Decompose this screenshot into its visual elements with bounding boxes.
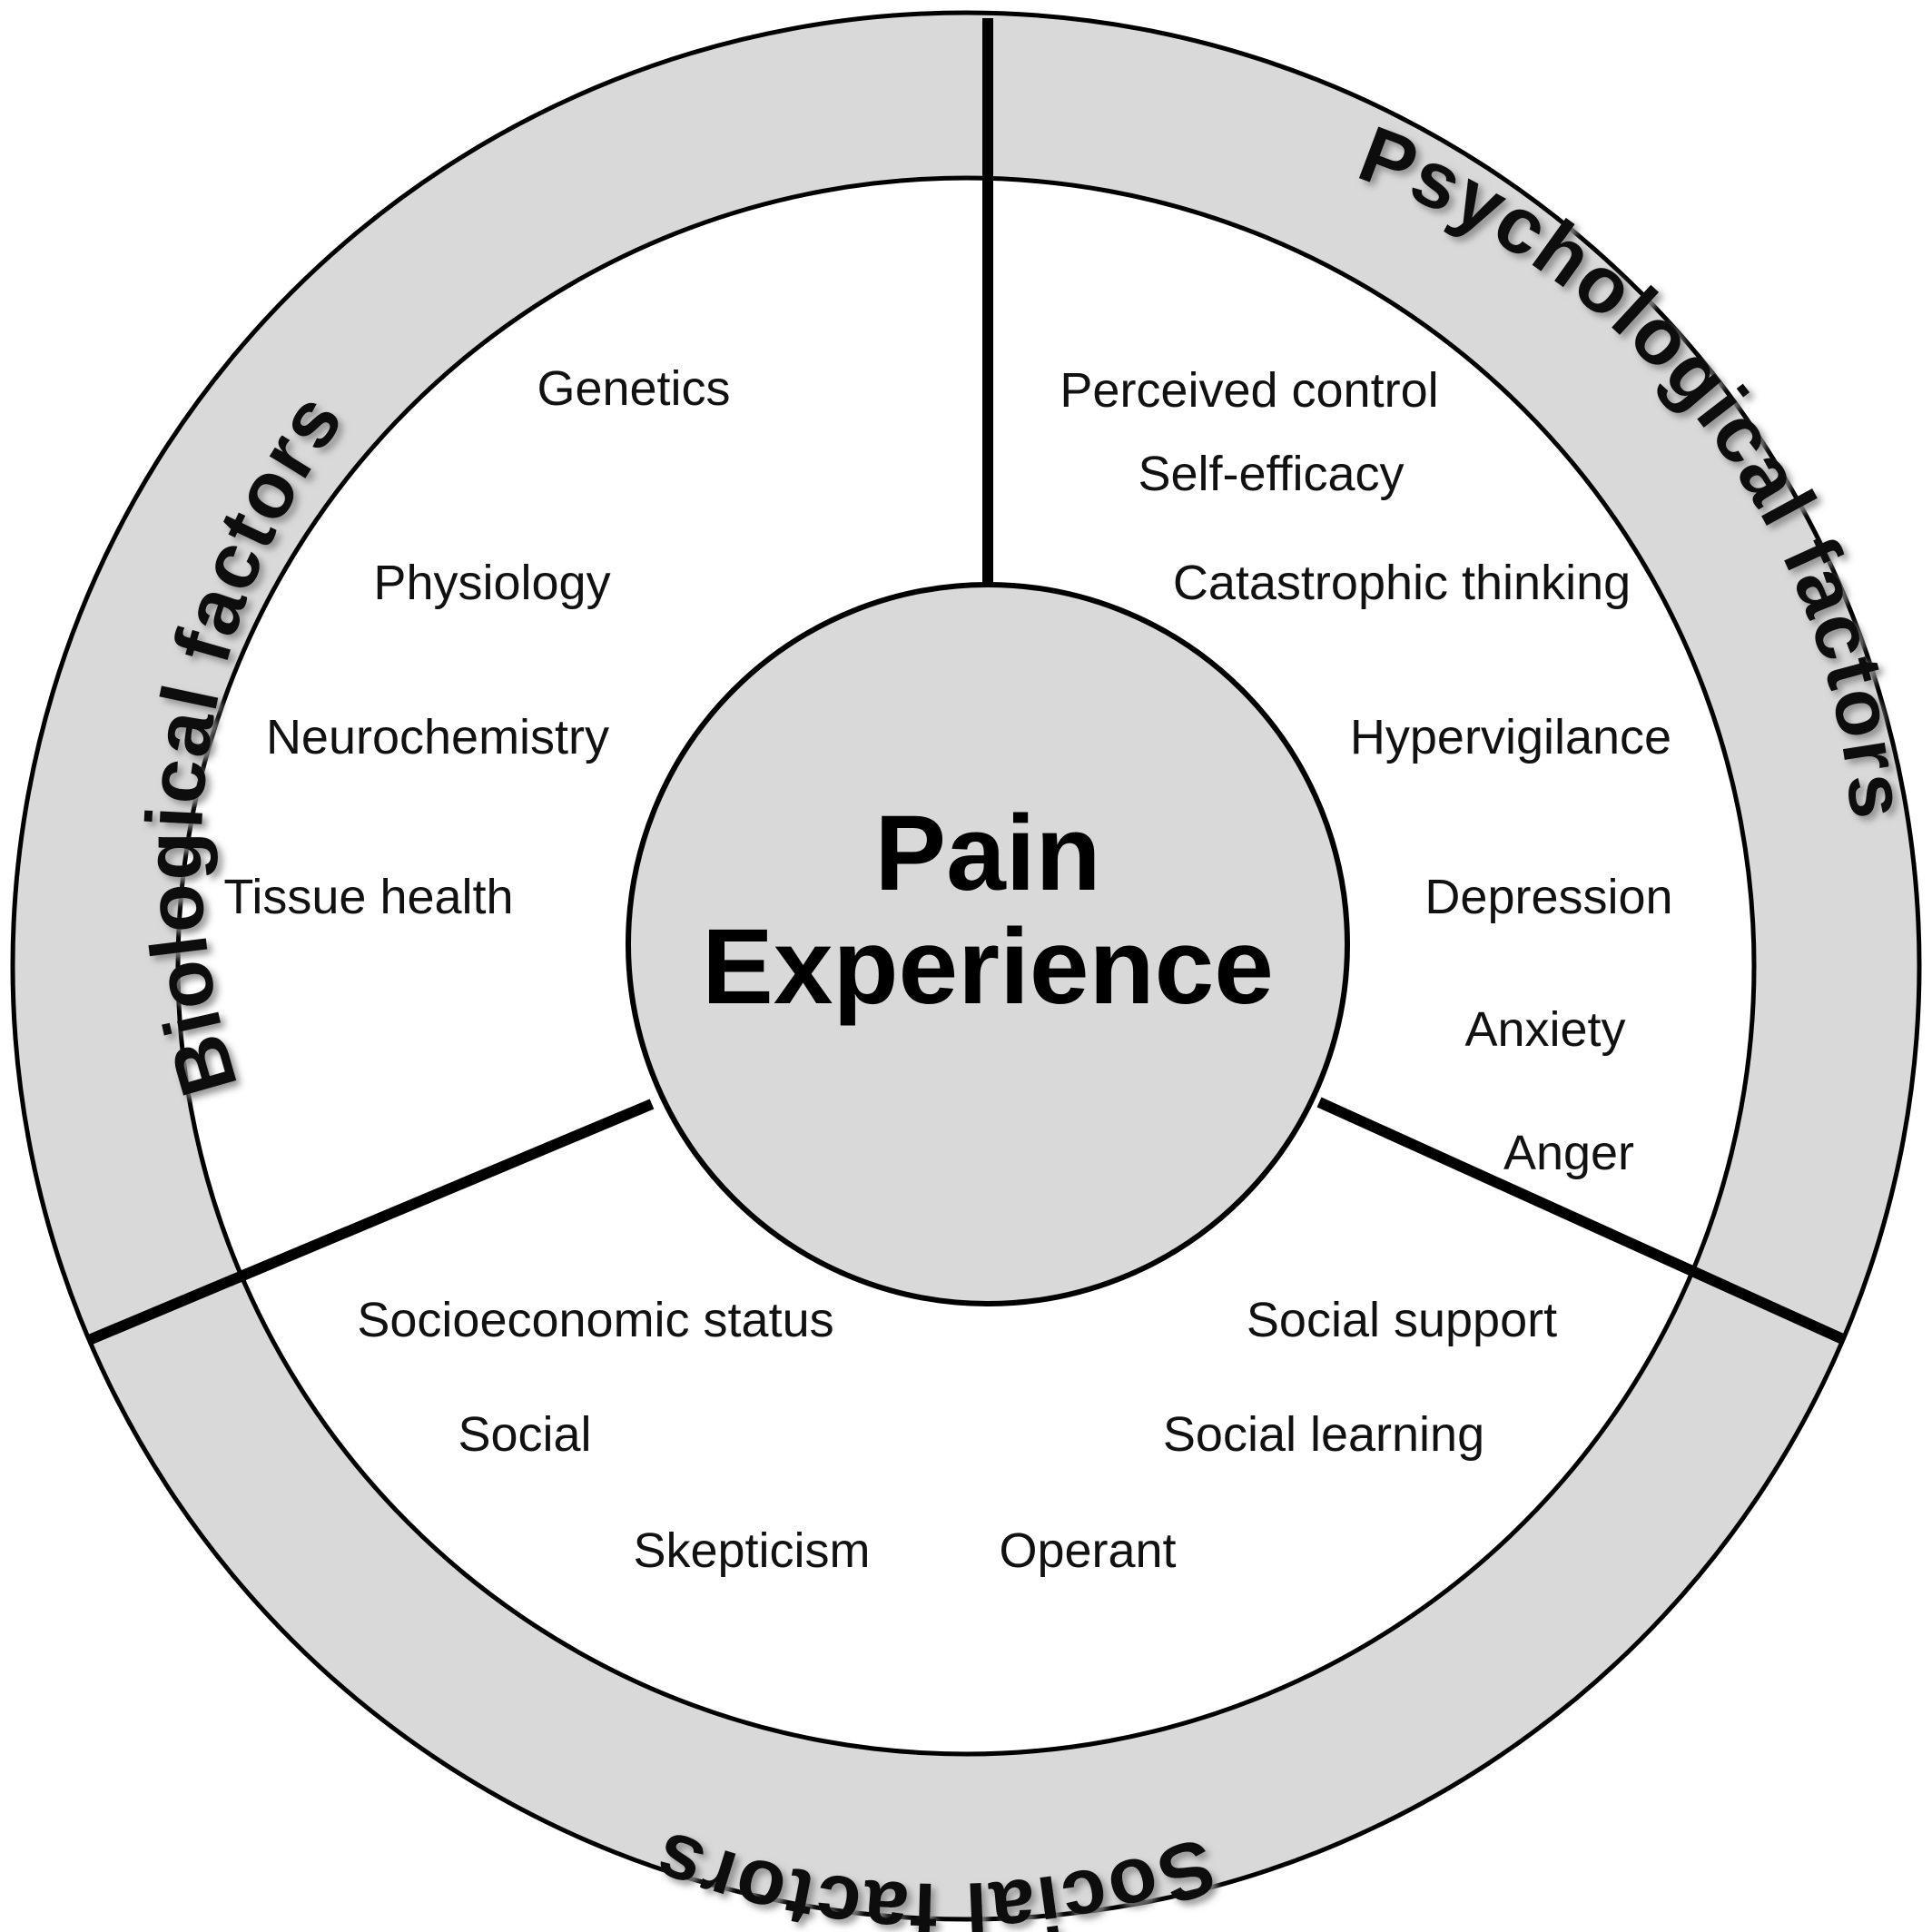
- center-circle: [626, 582, 1350, 1306]
- biological-item: Neurochemistry: [266, 710, 609, 764]
- social-item: Social: [458, 1407, 591, 1462]
- biological-item: Tissue health: [223, 870, 513, 924]
- social-item: Operant: [999, 1523, 1176, 1578]
- biological-item: Physiology: [373, 556, 610, 610]
- psychological-item: Depression: [1424, 870, 1672, 924]
- center-title-line1: Pain: [874, 794, 1100, 913]
- psychological-item: Anxiety: [1464, 1002, 1625, 1057]
- divider-left: [86, 1099, 655, 1346]
- social-item: Social learning: [1163, 1407, 1484, 1462]
- social-item: Skepticism: [633, 1523, 870, 1578]
- psychological-item: Anger: [1503, 1126, 1634, 1180]
- social-item: Social support: [1247, 1293, 1557, 1347]
- psychological-item: Perceived control: [1060, 363, 1438, 418]
- biological-item: Genetics: [537, 361, 730, 416]
- psychological-item: Self-efficacy: [1138, 447, 1404, 501]
- social-item: Socioeconomic status: [357, 1293, 833, 1347]
- divider-right: [1316, 1097, 1848, 1346]
- center-title-line2: Experience: [702, 907, 1274, 1027]
- psychological-item: Catastrophic thinking: [1173, 556, 1631, 610]
- psychological-item: Hypervigilance: [1350, 710, 1671, 764]
